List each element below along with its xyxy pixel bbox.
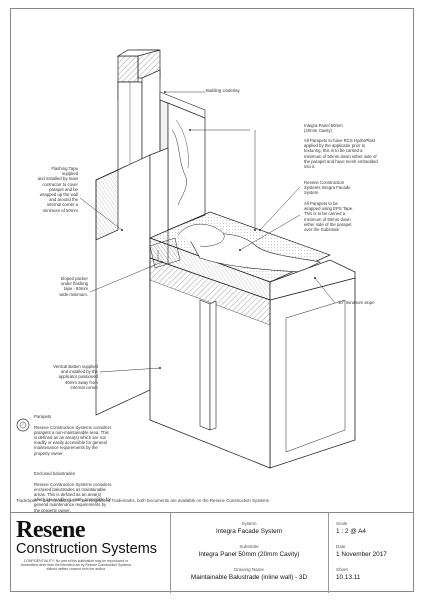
substrate-value: Integra Panel 50mm (20mm Cavity) bbox=[198, 551, 300, 558]
sheet-value: 10.13.11 bbox=[336, 574, 361, 581]
note-sloped-packer: Sloped packer under flashing tape - 60mm… bbox=[59, 276, 88, 297]
integra-panel-wall bbox=[167, 102, 206, 231]
scale-label: Scale bbox=[336, 521, 348, 526]
note-resene-facade: Resene Construction Systems Integra Faca… bbox=[304, 180, 351, 196]
note-flashing-tape: Flashing Tape supplied and installed by … bbox=[37, 166, 78, 213]
legend-parapets-title: Parapets bbox=[34, 414, 52, 420]
leader-lines bbox=[79, 91, 336, 373]
vertical-batten bbox=[199, 299, 217, 431]
drawing-sheet bbox=[10, 8, 414, 592]
divider bbox=[328, 513, 329, 593]
substrate-label: Substrate bbox=[239, 544, 259, 549]
legend-parapets-text: Resene Construction Systems considers pa… bbox=[34, 424, 112, 456]
date-label: Date bbox=[336, 544, 346, 549]
scale-value: 1 : 2 @ A4 bbox=[336, 528, 366, 535]
divider bbox=[170, 513, 171, 593]
note-parapets-eps-tape: All Parapets to be wrapped using EPS Tap… bbox=[304, 201, 354, 233]
title-block: Resene Construction Systems CONFIDENTIAL… bbox=[10, 512, 414, 593]
legend-balustrades-title: Enclosed balustrades bbox=[34, 471, 76, 477]
note-building-underlay: Building Underlay bbox=[206, 88, 240, 93]
note-parapets-hydroplast: All Parapets to have RCS HydroPlast appl… bbox=[304, 138, 378, 170]
sloped-packer bbox=[149, 237, 181, 269]
legend-icon bbox=[16, 418, 30, 432]
system-value: Integra Facade System bbox=[215, 528, 283, 535]
logo-sub: Construction Systems bbox=[16, 541, 158, 557]
note-vertical-batten: Vertical Batten supplied and installed b… bbox=[53, 364, 98, 390]
trademark-note: TradeSpec™ and RenderSpec™ are Registere… bbox=[16, 498, 269, 503]
note-min-slope: 10° minimum slope bbox=[338, 300, 375, 305]
drawing-name-label: Drawing Name bbox=[234, 567, 264, 572]
logo-word: Resene bbox=[16, 517, 85, 543]
date-value: 1 November 2017 bbox=[336, 551, 387, 558]
leader-dots bbox=[121, 91, 316, 369]
parapet-top bbox=[149, 211, 331, 301]
balustrade-body bbox=[149, 257, 356, 469]
legend-balustrades-text: Resene Construction Systems considers en… bbox=[34, 481, 112, 513]
resene-logo: Resene Construction Systems bbox=[16, 517, 166, 557]
confidentiality-note: CONFIDENTIALITY: No part of this publica… bbox=[20, 559, 132, 572]
system-label: System bbox=[241, 521, 257, 526]
drawing-name-value: Maintainable Balustrade (inline wall) - … bbox=[190, 574, 308, 581]
legend-parapets: Parapets Resene Construction Systems con… bbox=[34, 409, 154, 518]
note-integra-panel: Integra Panel 50mm (20mm Cavity) bbox=[304, 123, 343, 134]
sheet-label: Sheet bbox=[336, 567, 348, 572]
